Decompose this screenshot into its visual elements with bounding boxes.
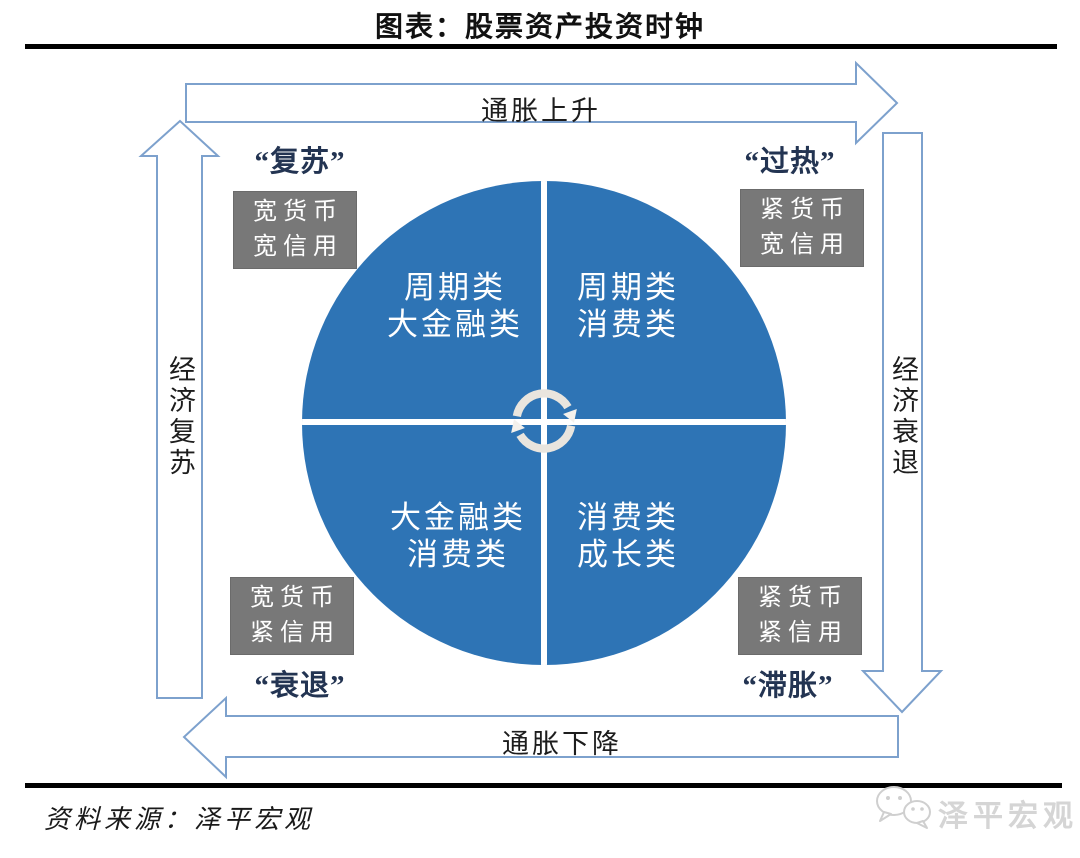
watermark-label: 泽平宏观: [938, 800, 1078, 833]
policy-line: 紧货币: [760, 197, 850, 223]
quadrant-line: 周期类: [404, 270, 506, 305]
axis-label-inflation-up: 通胀上升: [481, 96, 601, 126]
axis-label-economic-decline: 经济衰退: [888, 355, 918, 479]
economic-recovery-arrow: [138, 119, 221, 699]
policy-line: 宽信用: [253, 234, 343, 260]
source-note: 资料来源：泽平宏观: [44, 805, 315, 834]
quadrant-line: 大金融类: [390, 500, 526, 535]
quadrant-line: 大金融类: [387, 307, 523, 342]
inflation-down-arrow: [182, 695, 899, 780]
policy-box-recovery: 宽货币 宽信用: [233, 191, 357, 269]
quadrant-line: 周期类: [577, 270, 679, 305]
clock-circle: 周期类 大金融类 周期类 消费类 大金融类 消费类 消费类 成长类: [302, 181, 786, 665]
policy-box-overheat: 紧货币 宽信用: [740, 189, 864, 267]
quadrant-line: 消费类: [407, 537, 509, 572]
top-divider: [25, 44, 1057, 49]
rotation-cycle-icon: [511, 389, 577, 453]
phase-label-stagflation: “滞胀”: [742, 670, 834, 702]
phase-label-recession: “衰退”: [254, 670, 346, 702]
axis-label-inflation-down: 通胀下降: [502, 729, 622, 759]
phase-label-overheat: “过热”: [744, 146, 836, 178]
policy-line: 宽货币: [250, 585, 340, 611]
horizontal-divider-line: [302, 419, 786, 425]
inflation-up-arrow: [185, 60, 899, 146]
axis-label-economic-recovery: 经济复苏: [165, 355, 195, 479]
quadrant-bottom-left: 大金融类 消费类: [343, 499, 573, 573]
quadrant-top-right: 周期类 消费类: [513, 269, 743, 343]
quadrant-line: 消费类: [577, 500, 679, 535]
quadrant-bottom-right: 消费类 成长类: [513, 499, 743, 573]
bottom-divider: [25, 783, 1062, 788]
quadrant-top-left: 周期类 大金融类: [340, 269, 570, 343]
policy-box-stagflation: 紧货币 紧信用: [738, 577, 862, 655]
quadrant-line: 消费类: [577, 307, 679, 342]
policy-line: 紧信用: [758, 620, 848, 646]
phase-label-recovery: “复苏”: [254, 146, 346, 178]
quadrant-line: 成长类: [577, 537, 679, 572]
wechat-icon: [876, 786, 931, 829]
figure-title: 图表：股票资产投资时钟: [374, 12, 705, 43]
policy-line: 紧信用: [250, 620, 340, 646]
policy-line: 宽信用: [760, 232, 850, 258]
policy-line: 宽货币: [253, 199, 343, 225]
policy-box-recession: 宽货币 紧信用: [230, 577, 354, 655]
policy-line: 紧货币: [758, 585, 848, 611]
economic-decline-arrow: [860, 132, 944, 714]
